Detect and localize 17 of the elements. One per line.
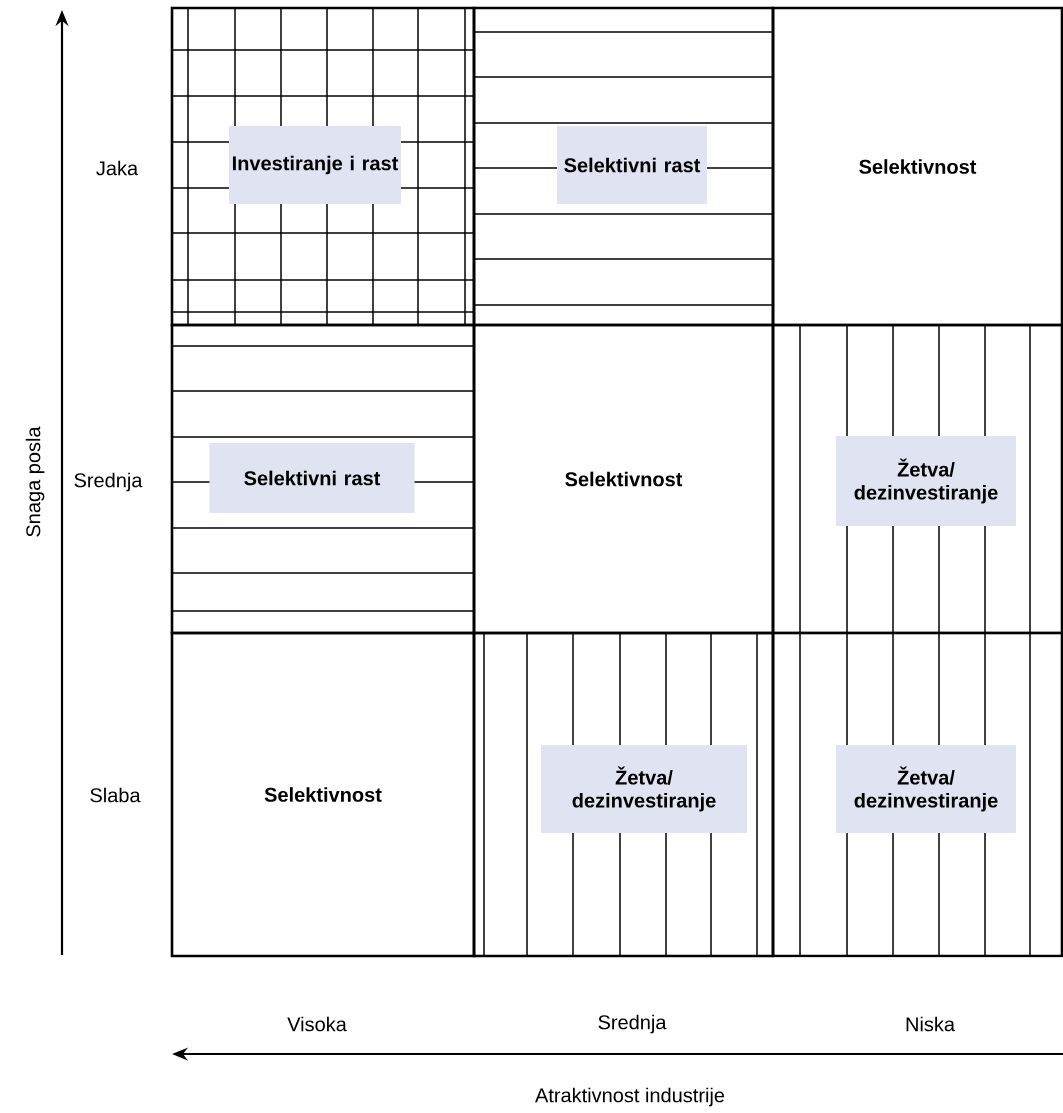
matrix-cell: Selektivnost — [170, 631, 476, 958]
column-label: Niska — [906, 1016, 955, 1032]
column-label: Srednja — [598, 1014, 667, 1034]
axis-title: Atraktivnost industrije — [535, 1087, 725, 1107]
matrix-cell: Žetva/ dezinvestiranje — [771, 631, 1063, 958]
row-label: Srednja — [74, 472, 143, 492]
matrix-cell: Selektivni rast — [170, 323, 476, 635]
matrix-cell: Selektivni rast — [472, 6, 775, 327]
matrix-cell: Žetva/ dezinvestiranje — [472, 631, 775, 958]
column-label: Visoka — [287, 1016, 347, 1032]
row-label: Slaba — [90, 787, 141, 803]
matrix-cell: Žetva/ dezinvestiranje — [771, 323, 1063, 635]
matrix-cell: Investiranje i rast — [170, 6, 476, 327]
axis-title: Snaga posla — [25, 426, 45, 537]
matrix-cell: Selektivnost — [771, 6, 1063, 327]
matrix-cell: Selektivnost — [472, 323, 775, 635]
row-label: Jaka — [96, 160, 139, 176]
